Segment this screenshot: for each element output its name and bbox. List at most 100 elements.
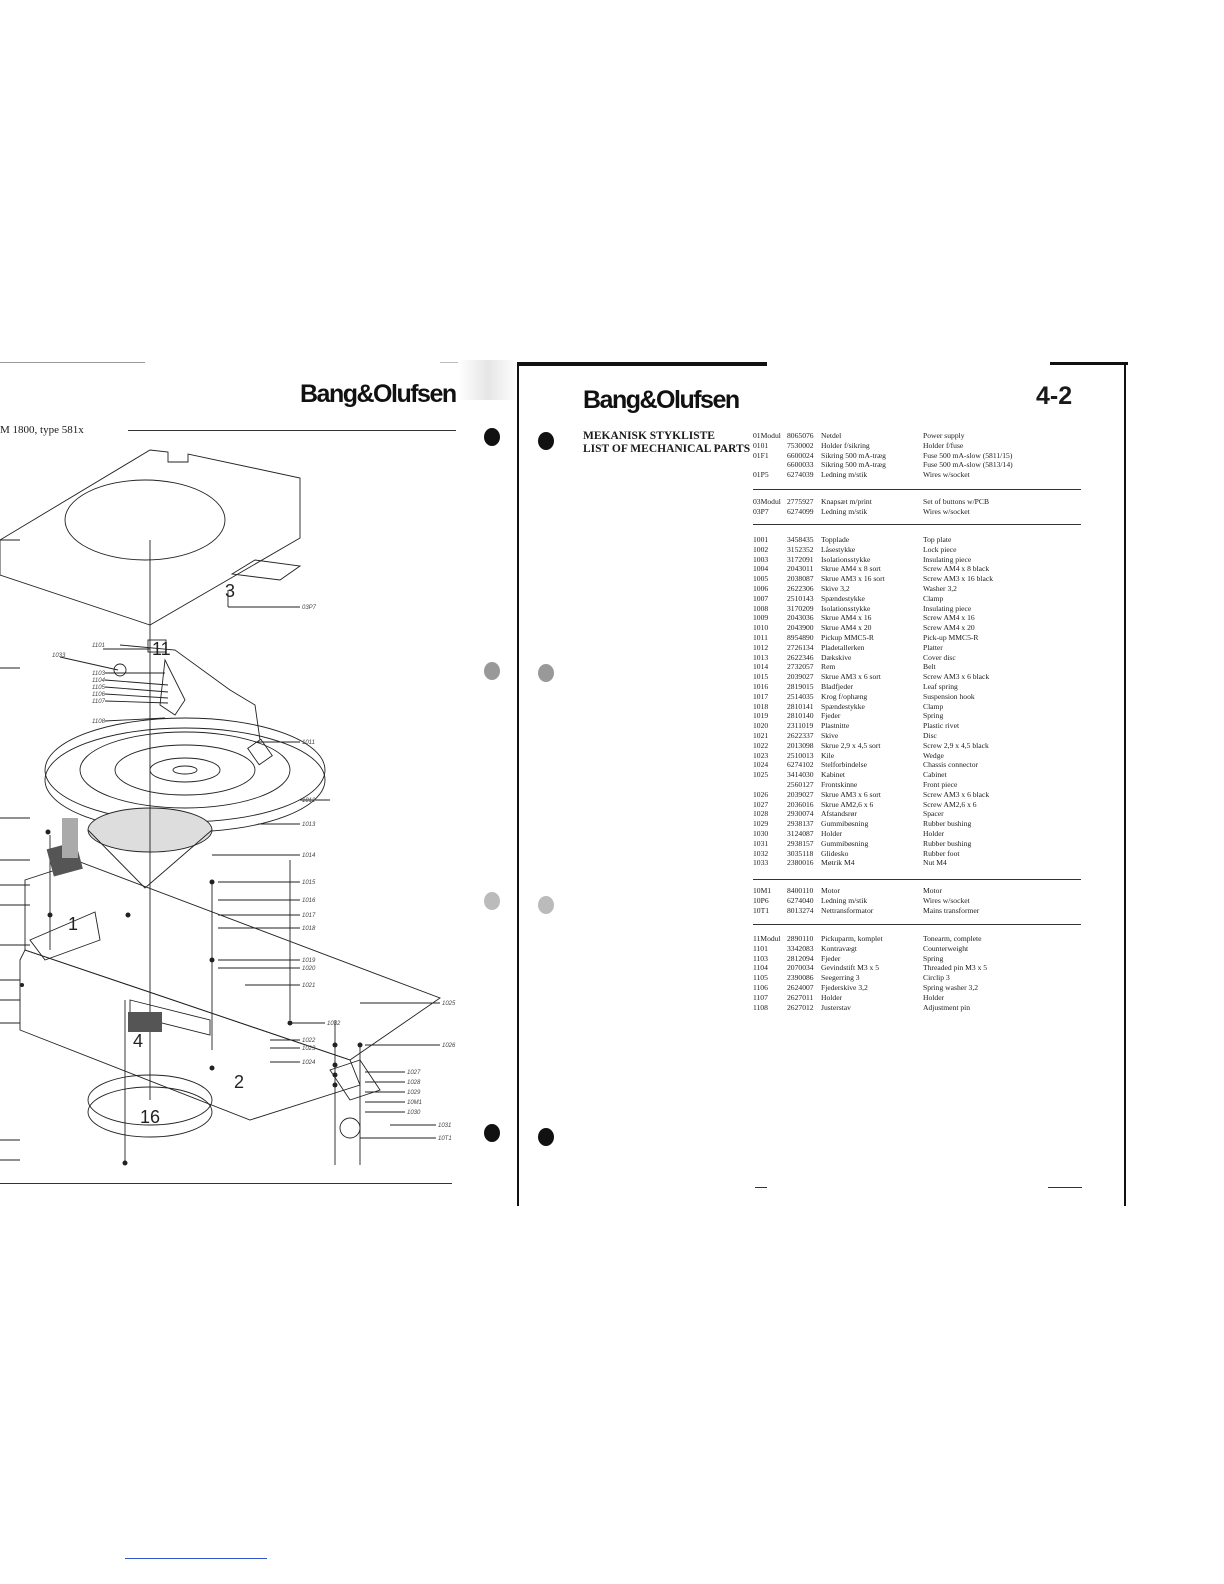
page-edge-left	[517, 366, 519, 1206]
punch-hole	[538, 896, 554, 914]
punch-hole	[484, 1124, 500, 1142]
part-position: 1032	[753, 848, 769, 858]
part-number: 6274102	[787, 760, 814, 770]
part-number: 2627011	[787, 992, 814, 1002]
part-name-da: Kontravægt	[821, 943, 857, 953]
part-name-en: Holder	[923, 992, 945, 1002]
part-position: 1017	[753, 691, 769, 701]
part-position: 1106	[753, 982, 768, 992]
part-position: 1020	[753, 721, 769, 731]
svg-text:1014: 1014	[302, 853, 316, 859]
part-name-en: Rubber bushing	[923, 838, 972, 848]
svg-text:1016: 1016	[302, 898, 316, 904]
part-name-en: Insulating piece	[923, 603, 972, 613]
part-name-da: Knapsæt m/print	[821, 497, 872, 506]
part-name-en: Chassis connector	[923, 760, 979, 770]
page-edge-top	[1050, 362, 1128, 365]
part-name-da: Spændestykke	[821, 701, 865, 711]
part-name-da: Skive	[821, 730, 839, 740]
part-name-da: Topplade	[821, 535, 850, 544]
part-name-en: Screw AM3 x 6 black	[923, 672, 990, 682]
part-name-da: Netdel	[821, 431, 842, 440]
part-position: 1101	[753, 943, 768, 953]
part-name-da: Skrue AM4 x 8 sort	[821, 564, 881, 574]
part-name-da: Gummibøsning	[821, 838, 869, 848]
punch-hole	[484, 892, 500, 910]
part-name-da: Låsestykke	[821, 544, 856, 554]
part-position: 1009	[753, 613, 769, 623]
part-name-da: Holder	[821, 828, 843, 838]
part-name-en: Screw AM4 x 20	[923, 623, 975, 633]
svg-text:1024: 1024	[302, 1060, 316, 1066]
part-position: 1105	[753, 973, 768, 983]
part-name-en: Belt	[923, 662, 936, 672]
part-name-en: Counterweight	[923, 943, 969, 953]
header-rule	[128, 430, 456, 431]
svg-text:10T1: 10T1	[438, 1136, 452, 1142]
part-number: 3342083	[787, 943, 814, 953]
svg-text:1108: 1108	[92, 719, 106, 725]
part-name-da: Holder f/sikring	[821, 440, 870, 450]
part-number: 3170209	[787, 603, 814, 613]
part-name-en: Suspension hook	[923, 691, 975, 701]
svg-text:1026: 1026	[442, 1043, 456, 1049]
part-name-en: Spring	[923, 711, 944, 721]
part-number: 2627012	[787, 1002, 814, 1012]
part-name-da: Fjederskive 3,2	[821, 982, 868, 992]
punch-hole	[538, 432, 554, 450]
part-position: 1107	[753, 992, 768, 1002]
punch-hole	[484, 662, 500, 680]
part-name-da: Motor	[821, 886, 840, 895]
part-name-da: Ledning m/stik	[821, 506, 868, 516]
part-number: 2775927	[787, 497, 814, 506]
part-name-da: Sikring 500 mA-træg	[821, 450, 886, 460]
part-name-da: Skrue AM2,6 x 6	[821, 799, 874, 809]
callout-3: 3	[225, 581, 235, 601]
part-position: 1015	[753, 672, 769, 682]
part-name-da: Spændestykke	[821, 593, 865, 603]
part-position: 1018	[753, 701, 769, 711]
part-name-da: Krog f/ophæng	[821, 691, 868, 701]
part-name-en: Screw AM3 x 16 black	[923, 574, 994, 584]
part-name-da: Sikring 500 mA-træg	[821, 460, 886, 470]
part-position	[753, 460, 787, 470]
footer-rule	[0, 1183, 452, 1184]
part-number: 2043900	[787, 623, 814, 633]
part-position: 1025	[753, 770, 769, 780]
part-position: 10M1	[753, 886, 772, 895]
part-name-en: Wedge	[923, 750, 944, 760]
part-name-en: Spring	[923, 953, 944, 963]
part-name-en: Nut M4	[923, 858, 947, 868]
part-name-en: Wires w/socket	[923, 895, 970, 905]
part-name-en: Screw AM2,6 x 6	[923, 799, 977, 809]
svg-text:1104: 1104	[92, 678, 106, 684]
part-name-en: Cover disc	[923, 652, 956, 662]
part-position: 1033	[753, 858, 769, 868]
part-name-da: Gevindstift M3 x 5	[821, 963, 880, 973]
part-number: 2013098	[787, 740, 814, 750]
part-position: 1019	[753, 711, 769, 721]
part-name-en: Tonearm, complete	[923, 934, 982, 943]
part-number: 2311019	[787, 721, 814, 731]
part-number: 2624007	[787, 982, 814, 992]
svg-text:1015: 1015	[302, 880, 316, 886]
